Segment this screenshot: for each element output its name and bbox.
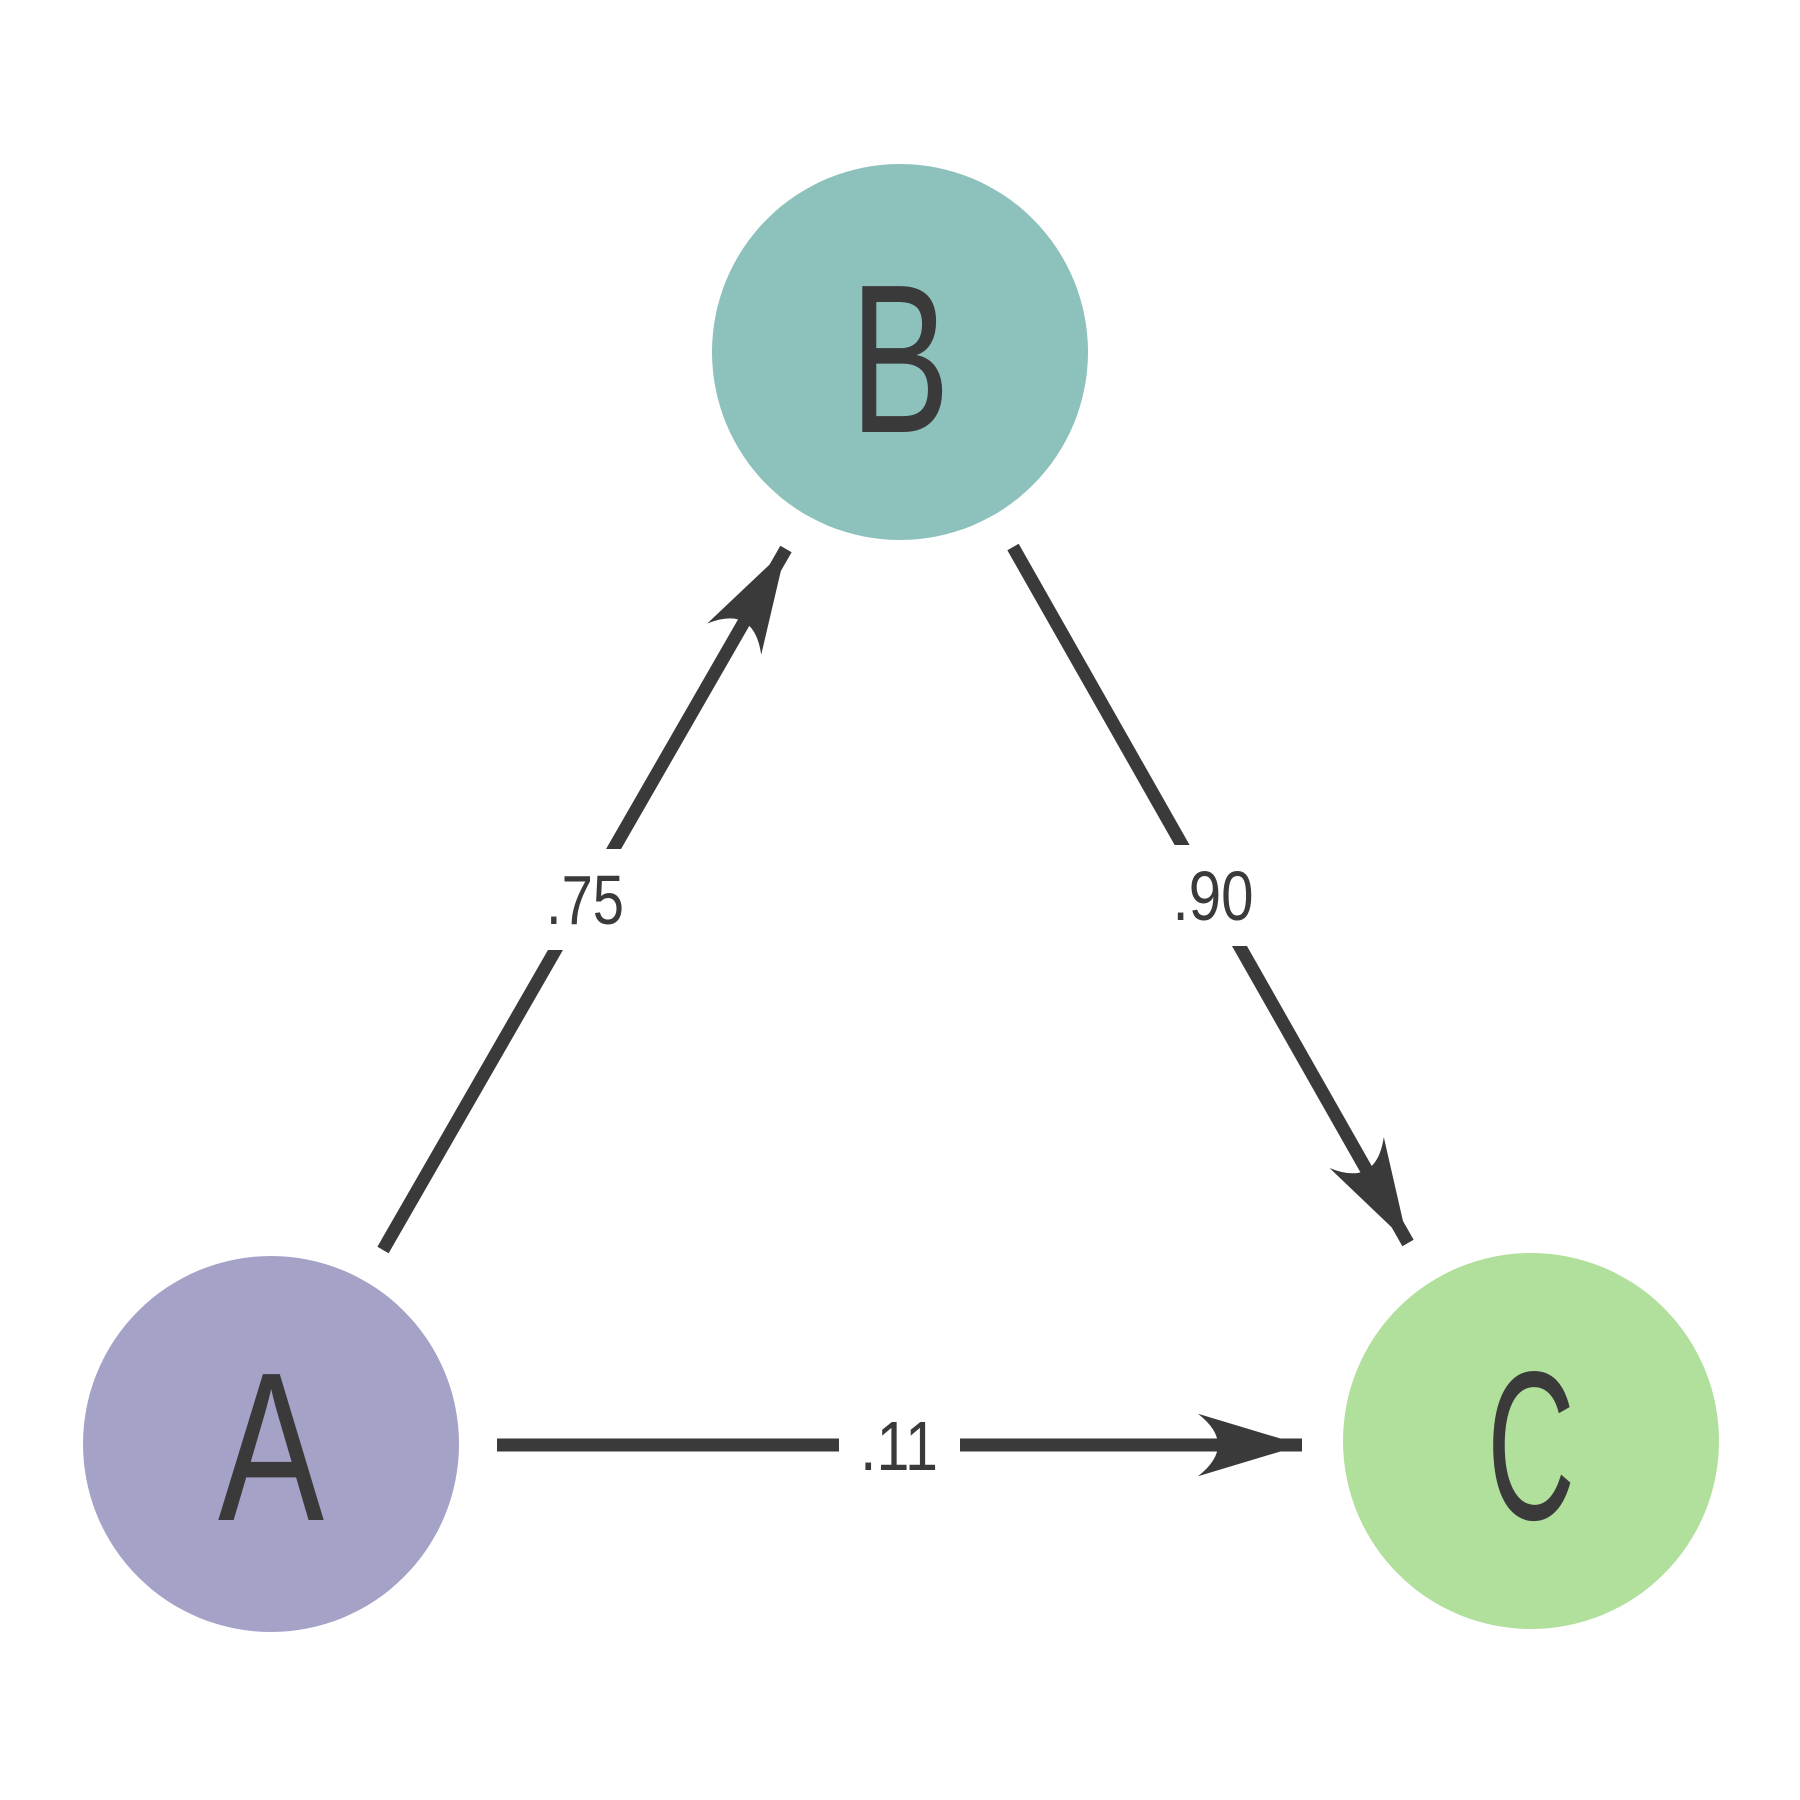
edge-a-to-b-label-background [519,849,650,950]
edge-b-to-c-label-background [1146,845,1277,946]
edge-a-to-b-weight-label: .75 [546,861,624,939]
node-b: B [712,164,1088,540]
edge-a-to-c: .11 [497,1405,1302,1485]
node-b-circle [712,164,1088,540]
node-c: C [1343,1253,1719,1629]
edge-a-to-c-label-background [839,1405,960,1485]
node-a-circle [83,1256,459,1632]
node-c-circle [1343,1253,1719,1629]
edge-b-to-c-weight-label: .90 [1173,857,1254,935]
edge-a-to-b: .75 [377,545,792,1254]
edge-a-to-c-weight-label: .11 [860,1407,938,1485]
node-a: A [83,1256,459,1632]
edge-b-to-c: .90 [1007,543,1414,1247]
node-b-label: B [850,240,950,477]
node-a-label: A [218,1328,324,1565]
node-c-label: C [1487,1327,1575,1564]
